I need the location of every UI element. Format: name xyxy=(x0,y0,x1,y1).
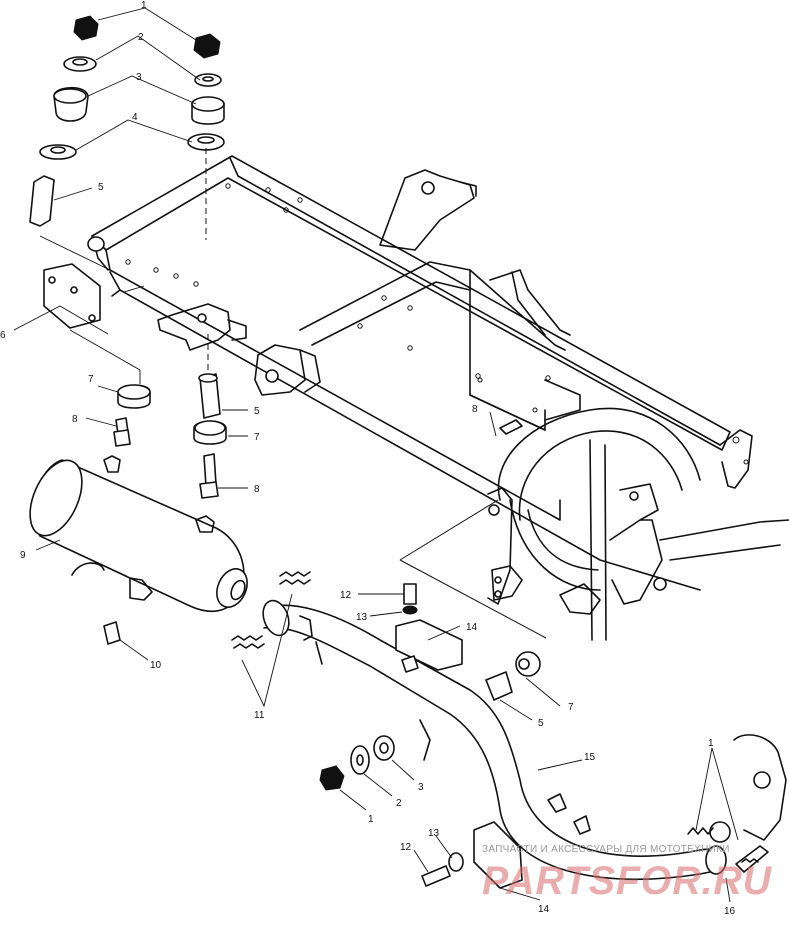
callout-labels: 1 2 3 4 5 6 7 8 5 7 8 8 9 10 11 12 13 14… xyxy=(0,0,736,917)
frame-holes xyxy=(125,183,551,381)
watermark-caption: ЗАПЧАСТИ И АКСЕССУАРЫ ДЛЯ МОТОТЕХНИКИ xyxy=(482,844,730,855)
callout-9: 9 xyxy=(20,550,26,561)
callout-1: 1 xyxy=(368,814,374,825)
exhaust-pipe xyxy=(262,599,787,880)
callout-14: 14 xyxy=(466,622,478,633)
callout-11: 11 xyxy=(254,710,265,721)
callout-7: 7 xyxy=(568,702,574,713)
callout-7: 7 xyxy=(254,432,260,443)
callout-2: 2 xyxy=(396,798,402,809)
callout-5: 5 xyxy=(538,718,544,729)
watermark: ЗАПЧАСТИ И АКСЕССУАРЫ ДЛЯ МОТОТЕХНИКИ PA… xyxy=(482,844,772,903)
callout-4: 4 xyxy=(132,112,138,123)
silencer xyxy=(29,455,248,613)
callout-8: 8 xyxy=(72,414,78,425)
callout-12: 12 xyxy=(340,590,352,601)
callout-12: 12 xyxy=(400,842,412,853)
callout-6: 6 xyxy=(0,330,6,341)
callout-13: 13 xyxy=(428,828,440,839)
callout-8: 8 xyxy=(254,484,260,495)
callout-1: 1 xyxy=(141,0,147,11)
callout-2: 2 xyxy=(138,32,144,43)
callout-16: 16 xyxy=(724,906,736,917)
callout-5: 5 xyxy=(98,182,104,193)
frame-assembly xyxy=(87,155,789,641)
watermark-logo: PARTSFOR.RU xyxy=(482,859,772,903)
callout-7: 7 xyxy=(88,374,94,385)
callout-15: 15 xyxy=(584,752,596,763)
callout-13: 13 xyxy=(356,612,368,623)
callout-3: 3 xyxy=(418,782,424,793)
callout-3: 3 xyxy=(136,72,142,83)
callout-5: 5 xyxy=(254,406,260,417)
callout-8: 8 xyxy=(472,404,478,415)
callout-1: 1 xyxy=(708,738,714,749)
hardware-parts xyxy=(29,15,769,889)
callout-14: 14 xyxy=(538,904,550,915)
callout-10: 10 xyxy=(150,660,162,671)
leader-lines xyxy=(13,7,739,903)
